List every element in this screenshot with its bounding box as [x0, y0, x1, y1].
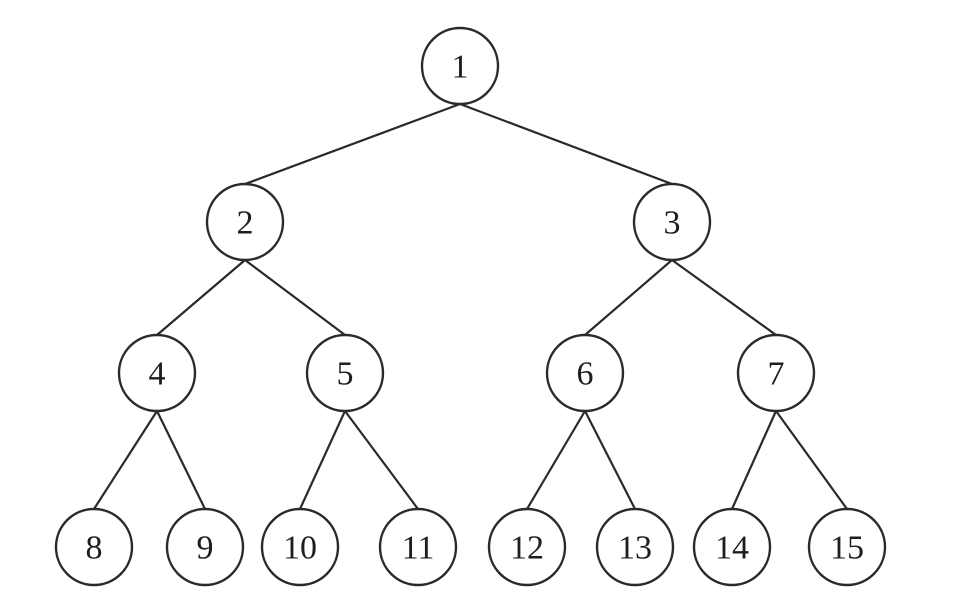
- tree-node-14: 14: [692, 507, 772, 587]
- tree-node-12: 12: [487, 507, 567, 587]
- edge-2-4: [156, 259, 246, 336]
- node-label: 11: [402, 530, 435, 567]
- edge-2-5: [244, 259, 346, 336]
- tree-node-1: 1: [420, 26, 500, 106]
- tree-node-9: 9: [165, 507, 245, 587]
- node-label: 14: [715, 530, 749, 567]
- node-label: 2: [237, 205, 254, 242]
- tree-edges: [93, 102, 848, 510]
- edge-1-2: [244, 102, 461, 186]
- node-circle: [305, 333, 385, 413]
- node-circle: [632, 182, 712, 262]
- node-circle: [807, 507, 887, 587]
- node-label: 7: [768, 356, 785, 393]
- edge-4-8: [93, 410, 158, 510]
- node-circle: [545, 333, 625, 413]
- node-circle: [260, 507, 340, 587]
- edge-6-12: [526, 410, 586, 510]
- node-circle: [165, 507, 245, 587]
- edge-7-14: [730, 410, 778, 510]
- node-circle: [487, 507, 567, 587]
- tree-node-5: 5: [305, 333, 385, 413]
- tree-node-6: 6: [545, 333, 625, 413]
- tree-node-11: 11: [378, 507, 458, 587]
- node-label: 4: [149, 356, 166, 393]
- edge-5-10: [299, 410, 346, 510]
- tree-node-7: 7: [736, 333, 816, 413]
- node-circle: [378, 507, 458, 587]
- tree-node-3: 3: [632, 182, 712, 262]
- edge-1-3: [459, 102, 673, 186]
- node-circle: [117, 333, 197, 413]
- edge-6-13: [584, 410, 636, 510]
- node-circle: [736, 333, 816, 413]
- edge-4-9: [156, 410, 206, 510]
- tree-node-2: 2: [205, 182, 285, 262]
- tree-node-10: 10: [260, 507, 340, 587]
- node-circle: [420, 26, 500, 106]
- node-label: 12: [510, 530, 544, 567]
- node-circle: [205, 182, 285, 262]
- node-label: 5: [337, 356, 354, 393]
- tree-node-15: 15: [807, 507, 887, 587]
- node-circle: [692, 507, 772, 587]
- node-label: 6: [577, 356, 594, 393]
- node-label: 1: [452, 49, 469, 86]
- edge-7-15: [775, 410, 848, 510]
- node-label: 3: [664, 205, 681, 242]
- node-label: 13: [618, 530, 652, 567]
- edge-5-11: [344, 410, 419, 510]
- node-circle: [595, 507, 675, 587]
- node-label: 10: [283, 530, 317, 567]
- node-label: 9: [197, 530, 214, 567]
- edge-3-6: [584, 259, 673, 336]
- tree-node-13: 13: [595, 507, 675, 587]
- node-label: 8: [86, 530, 103, 567]
- tree-node-4: 4: [117, 333, 197, 413]
- edge-3-7: [671, 259, 777, 336]
- tree-node-8: 8: [54, 507, 134, 587]
- node-label: 15: [830, 530, 864, 567]
- node-circle: [54, 507, 134, 587]
